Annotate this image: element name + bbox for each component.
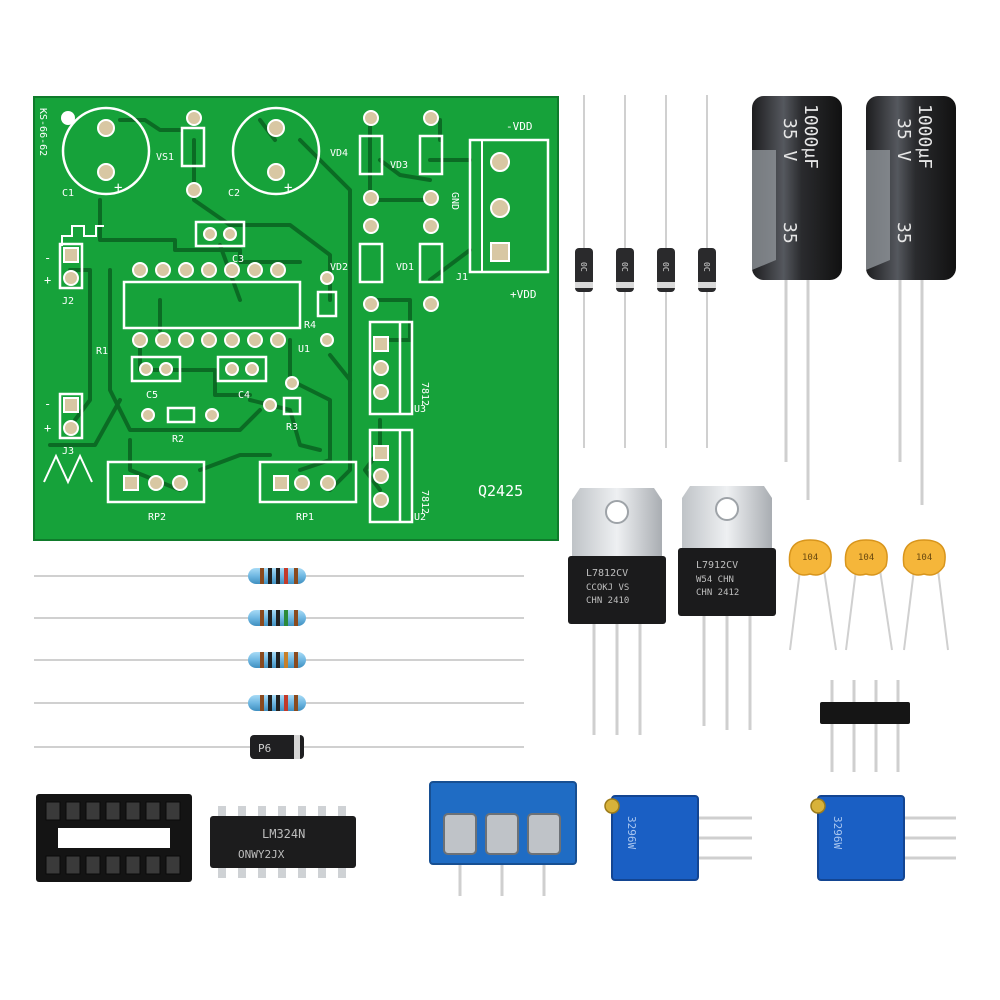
pcb-label-reg-u3: 7812 (419, 382, 430, 406)
zener-diode-marking: P6 (258, 742, 271, 755)
diode: 0C (698, 95, 716, 448)
pcb-label-plus-c1: + (114, 180, 122, 196)
pcb-label-j2-plus: + (44, 273, 51, 287)
lm324-ic: LM324N ONWY2JX (210, 806, 356, 878)
voltage-regulator: L7812CV CCOKJ VS CHN 2410 (568, 488, 666, 735)
pcb-label-j3-plus: + (44, 421, 51, 435)
pcb-label-r3: R3 (286, 422, 298, 433)
pcb-label-c3: C3 (232, 254, 244, 265)
ceramic-capacitor: 104 (788, 539, 837, 651)
regulator-part-number: L7812CV (586, 568, 628, 579)
electrolytic-capacitor: 1000μF 35 V 35 (866, 96, 956, 505)
trimmer-potentiometer: 3296W (810, 795, 956, 881)
diode-marking: 0C (702, 262, 711, 272)
voltage-regulator: L7912CV W54 CHN CHN 2412 (678, 486, 776, 730)
capacitor-voltage: 35 V (779, 118, 800, 162)
capacitor-voltage-repeat: 35 (893, 222, 914, 244)
capacitor-voltage-repeat: 35 (779, 222, 800, 244)
pcb-label-c1: C1 (62, 188, 74, 199)
diode-marking: 0C (661, 262, 670, 272)
cap-c1-silk (61, 106, 151, 196)
pcb-code: Q2425 (478, 482, 523, 500)
capacitor-capacitance: 1000μF (914, 104, 935, 169)
capacitor-voltage: 35 V (893, 118, 914, 162)
capacitor-capacitance: 1000μF (800, 104, 821, 169)
ceramic-capacitor-value: 104 (858, 553, 874, 563)
pcb-board: KS-66-62 C1 C2 + + VS1 VD4 VD3 VD2 VD1 -… (33, 96, 559, 541)
diode-group: 0C 0C 0C 0C (575, 95, 716, 448)
pcb-label-u3: U3 (414, 404, 426, 415)
ceramic-capacitor: 104 (844, 539, 893, 651)
resistor-group: P6 (34, 568, 524, 759)
cap-c2-silk (231, 106, 321, 196)
diode: 0C (575, 95, 593, 448)
regulator-part-number: L7912CV (696, 560, 738, 571)
pcb-label-vd2: VD2 (330, 262, 348, 273)
pcb-board-id: KS-66-62 (37, 108, 48, 156)
pcb-label-j3-minus: - (44, 397, 51, 411)
resistor (34, 610, 524, 626)
pcb-label-reg-u2: 7812 (419, 490, 430, 514)
diode-marking: 0C (620, 262, 629, 272)
pcb-label-vd3: VD3 (390, 160, 408, 171)
ic-socket (36, 794, 192, 882)
pcb-label-u2: U2 (414, 512, 426, 523)
resistor (34, 695, 524, 711)
pcb-label-r4: R4 (304, 320, 316, 331)
resistor (34, 652, 524, 668)
pcb-label-c4: C4 (238, 390, 250, 401)
pcb-label-neg-vdd: -VDD (506, 120, 533, 133)
pcb-label-r1: R1 (96, 346, 108, 357)
pcb-label-j2-minus: - (44, 251, 51, 265)
zener-diode: P6 (34, 735, 524, 759)
pin-header (820, 680, 910, 772)
resistor (34, 568, 524, 584)
trimmer-marking: 3296W (625, 816, 638, 849)
pcb-label-gnd: GND (449, 192, 460, 210)
pcb-label-plus-c2: + (284, 180, 292, 196)
screw-terminal-block (429, 781, 577, 896)
ic-part-number: LM324N (262, 827, 305, 841)
pcb-label-vd4: VD4 (330, 148, 348, 159)
ceramic-capacitor-value: 104 (802, 553, 818, 563)
pcb-label-c2: C2 (228, 188, 240, 199)
trimmer-marking: 3296W (831, 816, 844, 849)
pcb-label-u1: U1 (298, 344, 310, 355)
diode: 0C (657, 95, 675, 448)
pcb-label-j1: J1 (456, 272, 468, 283)
pcb-label-c5: C5 (146, 390, 158, 401)
pcb-label-j2: J2 (62, 296, 74, 307)
pcb-label-vs1: VS1 (156, 152, 174, 163)
regulator-lot-code: W54 CHN (696, 575, 734, 585)
pcb-label-pos-vdd: +VDD (510, 288, 537, 301)
diode-marking: 0C (579, 262, 588, 272)
ceramic-capacitor: 104 (902, 539, 949, 651)
ceramic-capacitor-value: 104 (916, 553, 932, 563)
regulator-date-code: CHN 2412 (696, 588, 739, 598)
diode: 0C (616, 95, 634, 448)
pcb-label-rp1: RP1 (296, 512, 314, 523)
trimmer-potentiometer: 3296W (604, 795, 752, 881)
regulator-lot-code: CCOKJ VS (586, 583, 629, 593)
pcb-label-r2: R2 (172, 434, 184, 445)
pcb-label-rp2: RP2 (148, 512, 166, 523)
pcb-label-vd1: VD1 (396, 262, 414, 273)
ic-lot-code: ONWY2JX (238, 848, 285, 861)
electrolytic-capacitor: 1000μF 35 V 35 (752, 96, 842, 500)
regulator-date-code: CHN 2410 (586, 596, 629, 606)
pcb-label-j3: J3 (62, 446, 74, 457)
